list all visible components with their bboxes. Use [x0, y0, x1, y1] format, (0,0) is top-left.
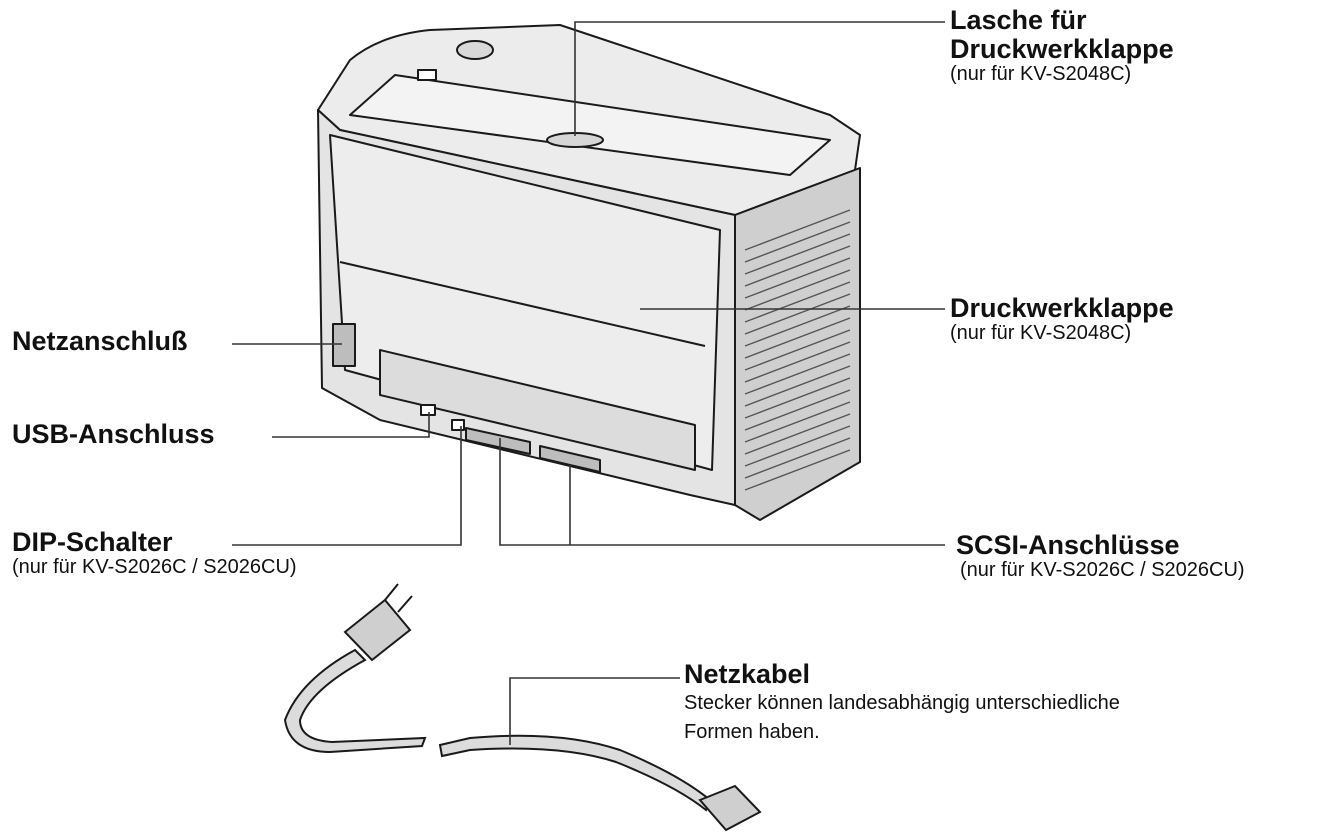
- label-netzkabel-desc-2: Formen haben.: [684, 721, 820, 744]
- label-netzkabel-title: Netzkabel: [684, 659, 811, 689]
- label-lasche-title-1: Lasche für: [950, 5, 1087, 35]
- label-lasche-title-2: Druckwerkklappe: [950, 34, 1174, 65]
- label-dip: DIP-Schalter (nur für KV-S2026C / S2026C…: [12, 527, 297, 579]
- label-usb-title: USB-Anschluss: [12, 419, 215, 449]
- leader-scsi: [499, 438, 945, 546]
- label-druckwerkklappe-title: Druckwerkklappe: [950, 293, 1174, 323]
- label-netzanschluss: Netzanschluß: [12, 326, 188, 356]
- label-netzanschluss-title: Netzanschluß: [12, 326, 188, 356]
- scanner-body: [317, 24, 861, 521]
- label-scsi-title: SCSI-Anschlüsse: [956, 530, 1180, 560]
- label-lasche: Lasche für Druckwerkklappe (nur für KV-S…: [950, 5, 1174, 86]
- leader-usb: [272, 412, 430, 438]
- label-usb: USB-Anschluss: [12, 419, 215, 449]
- leader-lines: [232, 21, 945, 745]
- label-netzkabel: Netzkabel Stecker können landesabhängig …: [684, 659, 1120, 747]
- power-plug-bottom: [698, 784, 762, 832]
- leader-lasche: [574, 21, 945, 136]
- leader-netzkabel: [509, 677, 680, 745]
- label-lasche-note: (nur für KV-S2048C): [950, 63, 1132, 86]
- label-druckwerkklappe: Druckwerkklappe (nur für KV-S2048C): [950, 293, 1174, 345]
- label-scsi-note: (nur für KV-S2026C / S2026CU): [960, 559, 1245, 582]
- power-plug-top: [343, 598, 412, 662]
- label-dip-title: DIP-Schalter: [12, 527, 173, 557]
- power-cable: [283, 583, 762, 832]
- label-scsi: SCSI-Anschlüsse (nur für KV-S2026C / S20…: [956, 530, 1245, 582]
- label-druckwerkklappe-note: (nur für KV-S2048C): [950, 322, 1132, 345]
- label-netzkabel-desc-1: Stecker können landesabhängig unterschie…: [684, 692, 1120, 715]
- side-vent-grille: [744, 209, 851, 491]
- leader-dip: [232, 426, 462, 546]
- label-dip-note: (nur für KV-S2026C / S2026CU): [12, 556, 297, 579]
